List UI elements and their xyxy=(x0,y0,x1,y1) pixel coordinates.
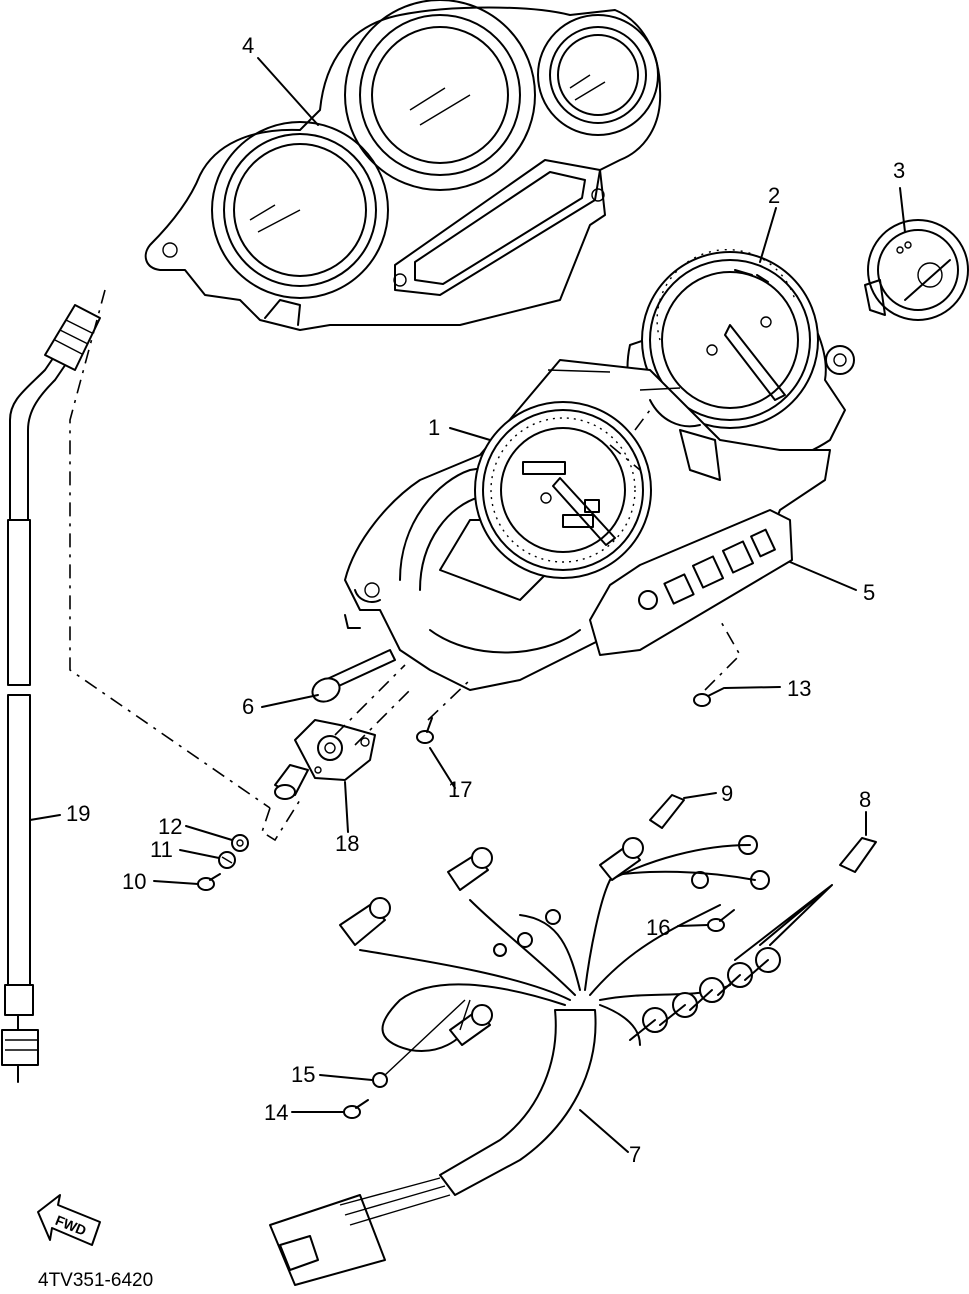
drive-bracket-drawing xyxy=(274,719,376,800)
part-label-5: 5 xyxy=(863,580,875,605)
diagram-code: 4TV351-6420 xyxy=(38,1270,153,1289)
part-label-16: 16 xyxy=(646,915,670,940)
assembly-lines xyxy=(69,289,741,1076)
speedometer-drawing xyxy=(474,401,652,579)
part-label-4: 4 xyxy=(242,33,254,58)
indicator-panel-drawing xyxy=(589,509,793,656)
fwd-arrow-icon: FWD xyxy=(37,1194,101,1246)
part-label-9: 9 xyxy=(721,781,733,806)
bulb-socket-drawing xyxy=(311,649,396,703)
part-label-19: 19 xyxy=(66,801,90,826)
part-label-7: 7 xyxy=(629,1142,641,1167)
meter-cover-drawing xyxy=(144,0,662,331)
part-label-14: 14 xyxy=(264,1100,288,1125)
part-labels: 4 2 3 1 5 6 13 17 18 19 12 11 10 9 8 16 … xyxy=(66,33,905,1167)
part-label-3: 3 xyxy=(893,158,905,183)
fasteners-drawing xyxy=(197,687,735,1119)
part-label-8: 8 xyxy=(859,787,871,812)
leader-lines xyxy=(29,57,906,1153)
part-label-17: 17 xyxy=(448,777,472,802)
part-label-18: 18 xyxy=(335,831,359,856)
part-label-11: 11 xyxy=(150,837,173,862)
speedometer-cable-drawing xyxy=(1,304,101,1083)
part-label-2: 2 xyxy=(768,183,780,208)
part-label-10: 10 xyxy=(122,869,146,894)
wire-harness-drawing xyxy=(269,794,877,1286)
part-label-15: 15 xyxy=(291,1062,315,1087)
part-label-1: 1 xyxy=(428,415,440,440)
part-label-6: 6 xyxy=(242,694,254,719)
part-label-12: 12 xyxy=(158,814,182,839)
small-gauge-drawing xyxy=(864,219,969,321)
part-label-13: 13 xyxy=(787,676,811,701)
